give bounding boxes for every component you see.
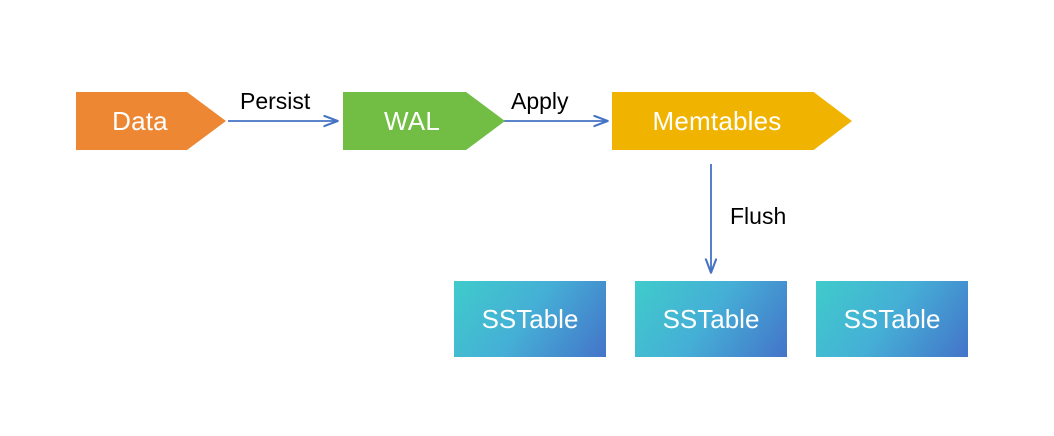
node-sstable-1[interactable]: SSTable	[454, 281, 606, 357]
node-sstable-3[interactable]: SSTable	[816, 281, 968, 357]
edge-label-apply: Apply	[511, 88, 569, 114]
node-memtables[interactable]: Memtables	[612, 92, 852, 150]
node-memtables-label: Memtables	[652, 106, 782, 136]
node-wal-label: WAL	[384, 106, 440, 136]
node-data-label: Data	[112, 106, 168, 136]
node-sstable-2[interactable]: SSTable	[635, 281, 787, 357]
edge-label-flush: Flush	[730, 203, 787, 229]
node-wal[interactable]: WAL	[343, 92, 505, 150]
edge-label-persist: Persist	[240, 88, 311, 114]
node-data[interactable]: Data	[76, 92, 226, 150]
node-sstable-3-label: SSTable	[843, 304, 941, 334]
node-sstable-2-label: SSTable	[662, 304, 760, 334]
node-sstable-1-label: SSTable	[481, 304, 579, 334]
